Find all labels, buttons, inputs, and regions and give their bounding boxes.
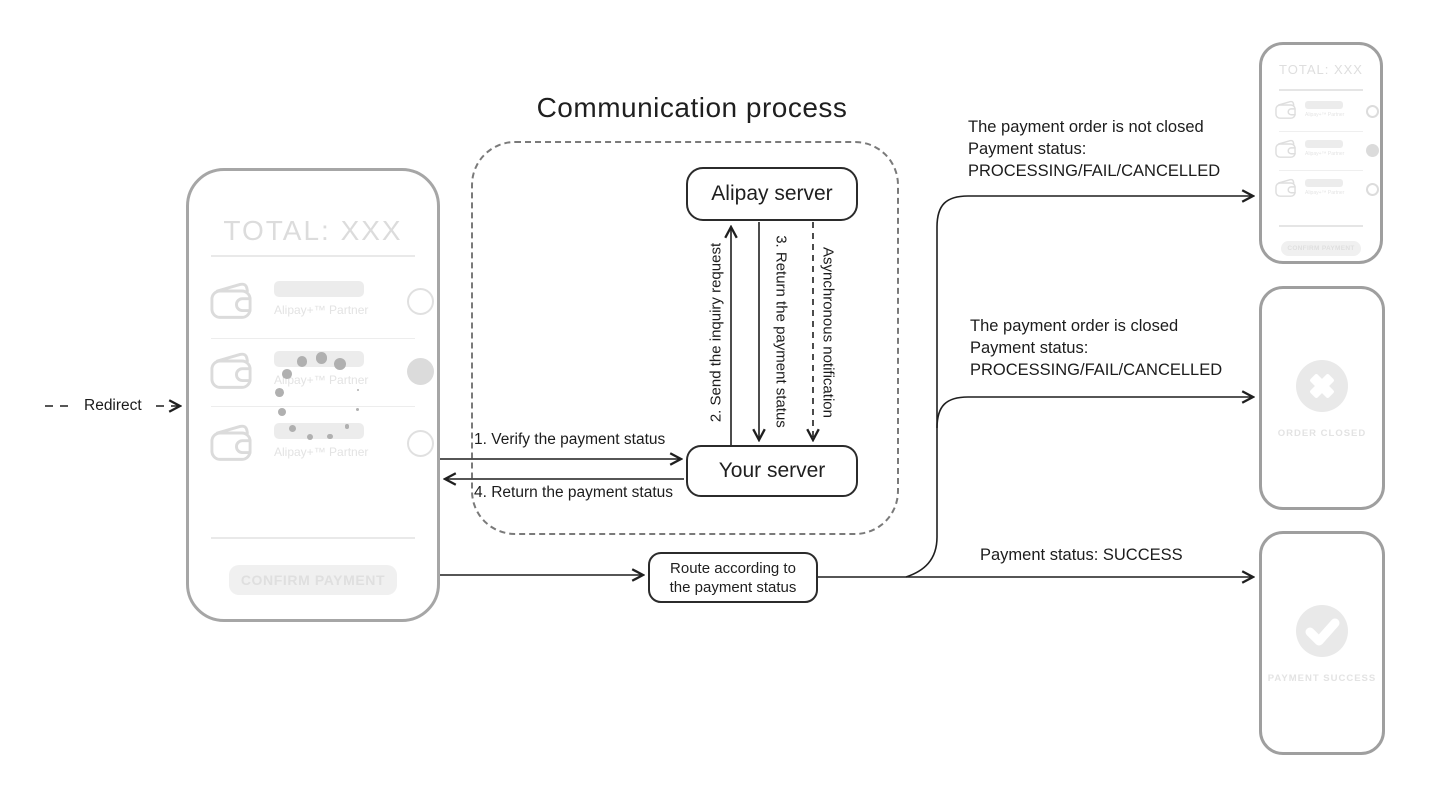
partner-label: Alipay+™ Partner (1305, 112, 1345, 118)
outcome-success-label: Payment status: SUCCESS (980, 546, 1183, 564)
outcome-line: The payment order is not closed (968, 118, 1204, 136)
outcome-line: PROCESSING/FAIL/CANCELLED (970, 361, 1223, 379)
alipay-server-box: Alipay server (686, 167, 858, 221)
partner-label: Alipay+™ Partner (1305, 190, 1345, 196)
divider (211, 406, 415, 407)
radio-selected-icon (407, 358, 434, 385)
method-name-placeholder (274, 423, 364, 439)
checkout-phone-mockup: TOTAL: XXX Alipay+™ Partner Alipay+™ Par… (186, 168, 440, 622)
wallet-icon (1274, 139, 1297, 159)
redirect-label: Redirect (84, 397, 142, 414)
async-notification-label: Asynchronous notification (819, 247, 837, 418)
confirm-payment-button: CONFIRM PAYMENT (1281, 241, 1361, 256)
arrow-branch-to-closed-phone (936, 397, 1253, 429)
route-box: Route according to the payment status (648, 552, 818, 603)
radio-unselected-icon (407, 288, 434, 315)
divider (211, 537, 415, 539)
wallet-icon (1274, 100, 1297, 120)
divider (1279, 225, 1363, 227)
order-closed-status-text: ORDER CLOSED (1277, 428, 1367, 439)
radio-unselected-icon (1366, 105, 1379, 118)
step3-label: 3. Return the payment status (772, 235, 790, 428)
divider (1279, 131, 1363, 132)
pending-result-phone-mockup: TOTAL: XXX Alipay+™ Partner Alipay+™ Par… (1259, 42, 1383, 264)
partner-label: Alipay+™ Partner (274, 373, 369, 387)
method-name-placeholder (1305, 101, 1343, 109)
method-name-placeholder (274, 351, 364, 367)
divider (1279, 89, 1363, 91)
payment-method-row: Alipay+™ Partner (1274, 173, 1379, 207)
wallet-icon (208, 351, 254, 391)
step2-label: 2. Send the inquiry request (707, 242, 725, 423)
payment-success-status-text: PAYMENT SUCCESS (1267, 673, 1377, 684)
method-name-placeholder (1305, 140, 1343, 148)
outcome-line: Payment status: (968, 140, 1087, 158)
partner-label: Alipay+™ Partner (1305, 151, 1345, 157)
route-box-line1: Route according to (670, 559, 796, 577)
confirm-payment-button: CONFIRM PAYMENT (229, 565, 397, 595)
page-title: Communication process (536, 92, 848, 123)
divider (1279, 170, 1363, 171)
payment-success-phone-mockup: PAYMENT SUCCESS (1259, 531, 1385, 755)
wallet-icon (208, 423, 254, 463)
outcome-closed-label: The payment order is closed Payment stat… (970, 315, 1222, 381)
payment-method-row: Alipay+™ Partner (1274, 134, 1379, 168)
order-closed-phone-mockup: ORDER CLOSED (1259, 286, 1385, 510)
divider (211, 255, 415, 257)
divider (211, 338, 415, 339)
payment-success-icon (1296, 605, 1348, 657)
partner-label: Alipay+™ Partner (274, 303, 369, 317)
outcome-not-closed-label: The payment order is not closed Payment … (968, 116, 1220, 182)
total-amount-placeholder: TOTAL: XXX (223, 215, 403, 246)
payment-method-row: Alipay+™ Partner (208, 415, 434, 471)
radio-unselected-icon (407, 430, 434, 457)
method-name-placeholder (1305, 179, 1343, 187)
partner-label: Alipay+™ Partner (274, 445, 369, 459)
radio-unselected-icon (1366, 183, 1379, 196)
payment-method-row: Alipay+™ Partner (208, 273, 434, 329)
outcome-line: Payment status: (970, 339, 1089, 357)
outcome-line: PROCESSING/FAIL/CANCELLED (968, 162, 1221, 180)
communication-process-container (471, 141, 899, 535)
wallet-icon (1274, 178, 1297, 198)
payment-method-row: Alipay+™ Partner (208, 343, 434, 399)
arrow-branch-to-not-closed-phone (905, 196, 1253, 578)
checkmark-icon (1305, 618, 1340, 646)
step1-label: 1. Verify the payment status (474, 431, 666, 448)
wallet-icon (208, 281, 254, 321)
step4-label: 4. Return the payment status (474, 484, 674, 501)
total-amount-placeholder: TOTAL: XXX (1279, 62, 1363, 77)
radio-selected-icon (1366, 144, 1379, 157)
outcome-line: The payment order is closed (970, 317, 1179, 335)
your-server-box: Your server (686, 445, 858, 497)
order-closed-icon (1296, 360, 1348, 412)
payment-method-row: Alipay+™ Partner (1274, 95, 1379, 129)
method-name-placeholder (274, 281, 364, 297)
route-box-line2: the payment status (669, 578, 797, 596)
